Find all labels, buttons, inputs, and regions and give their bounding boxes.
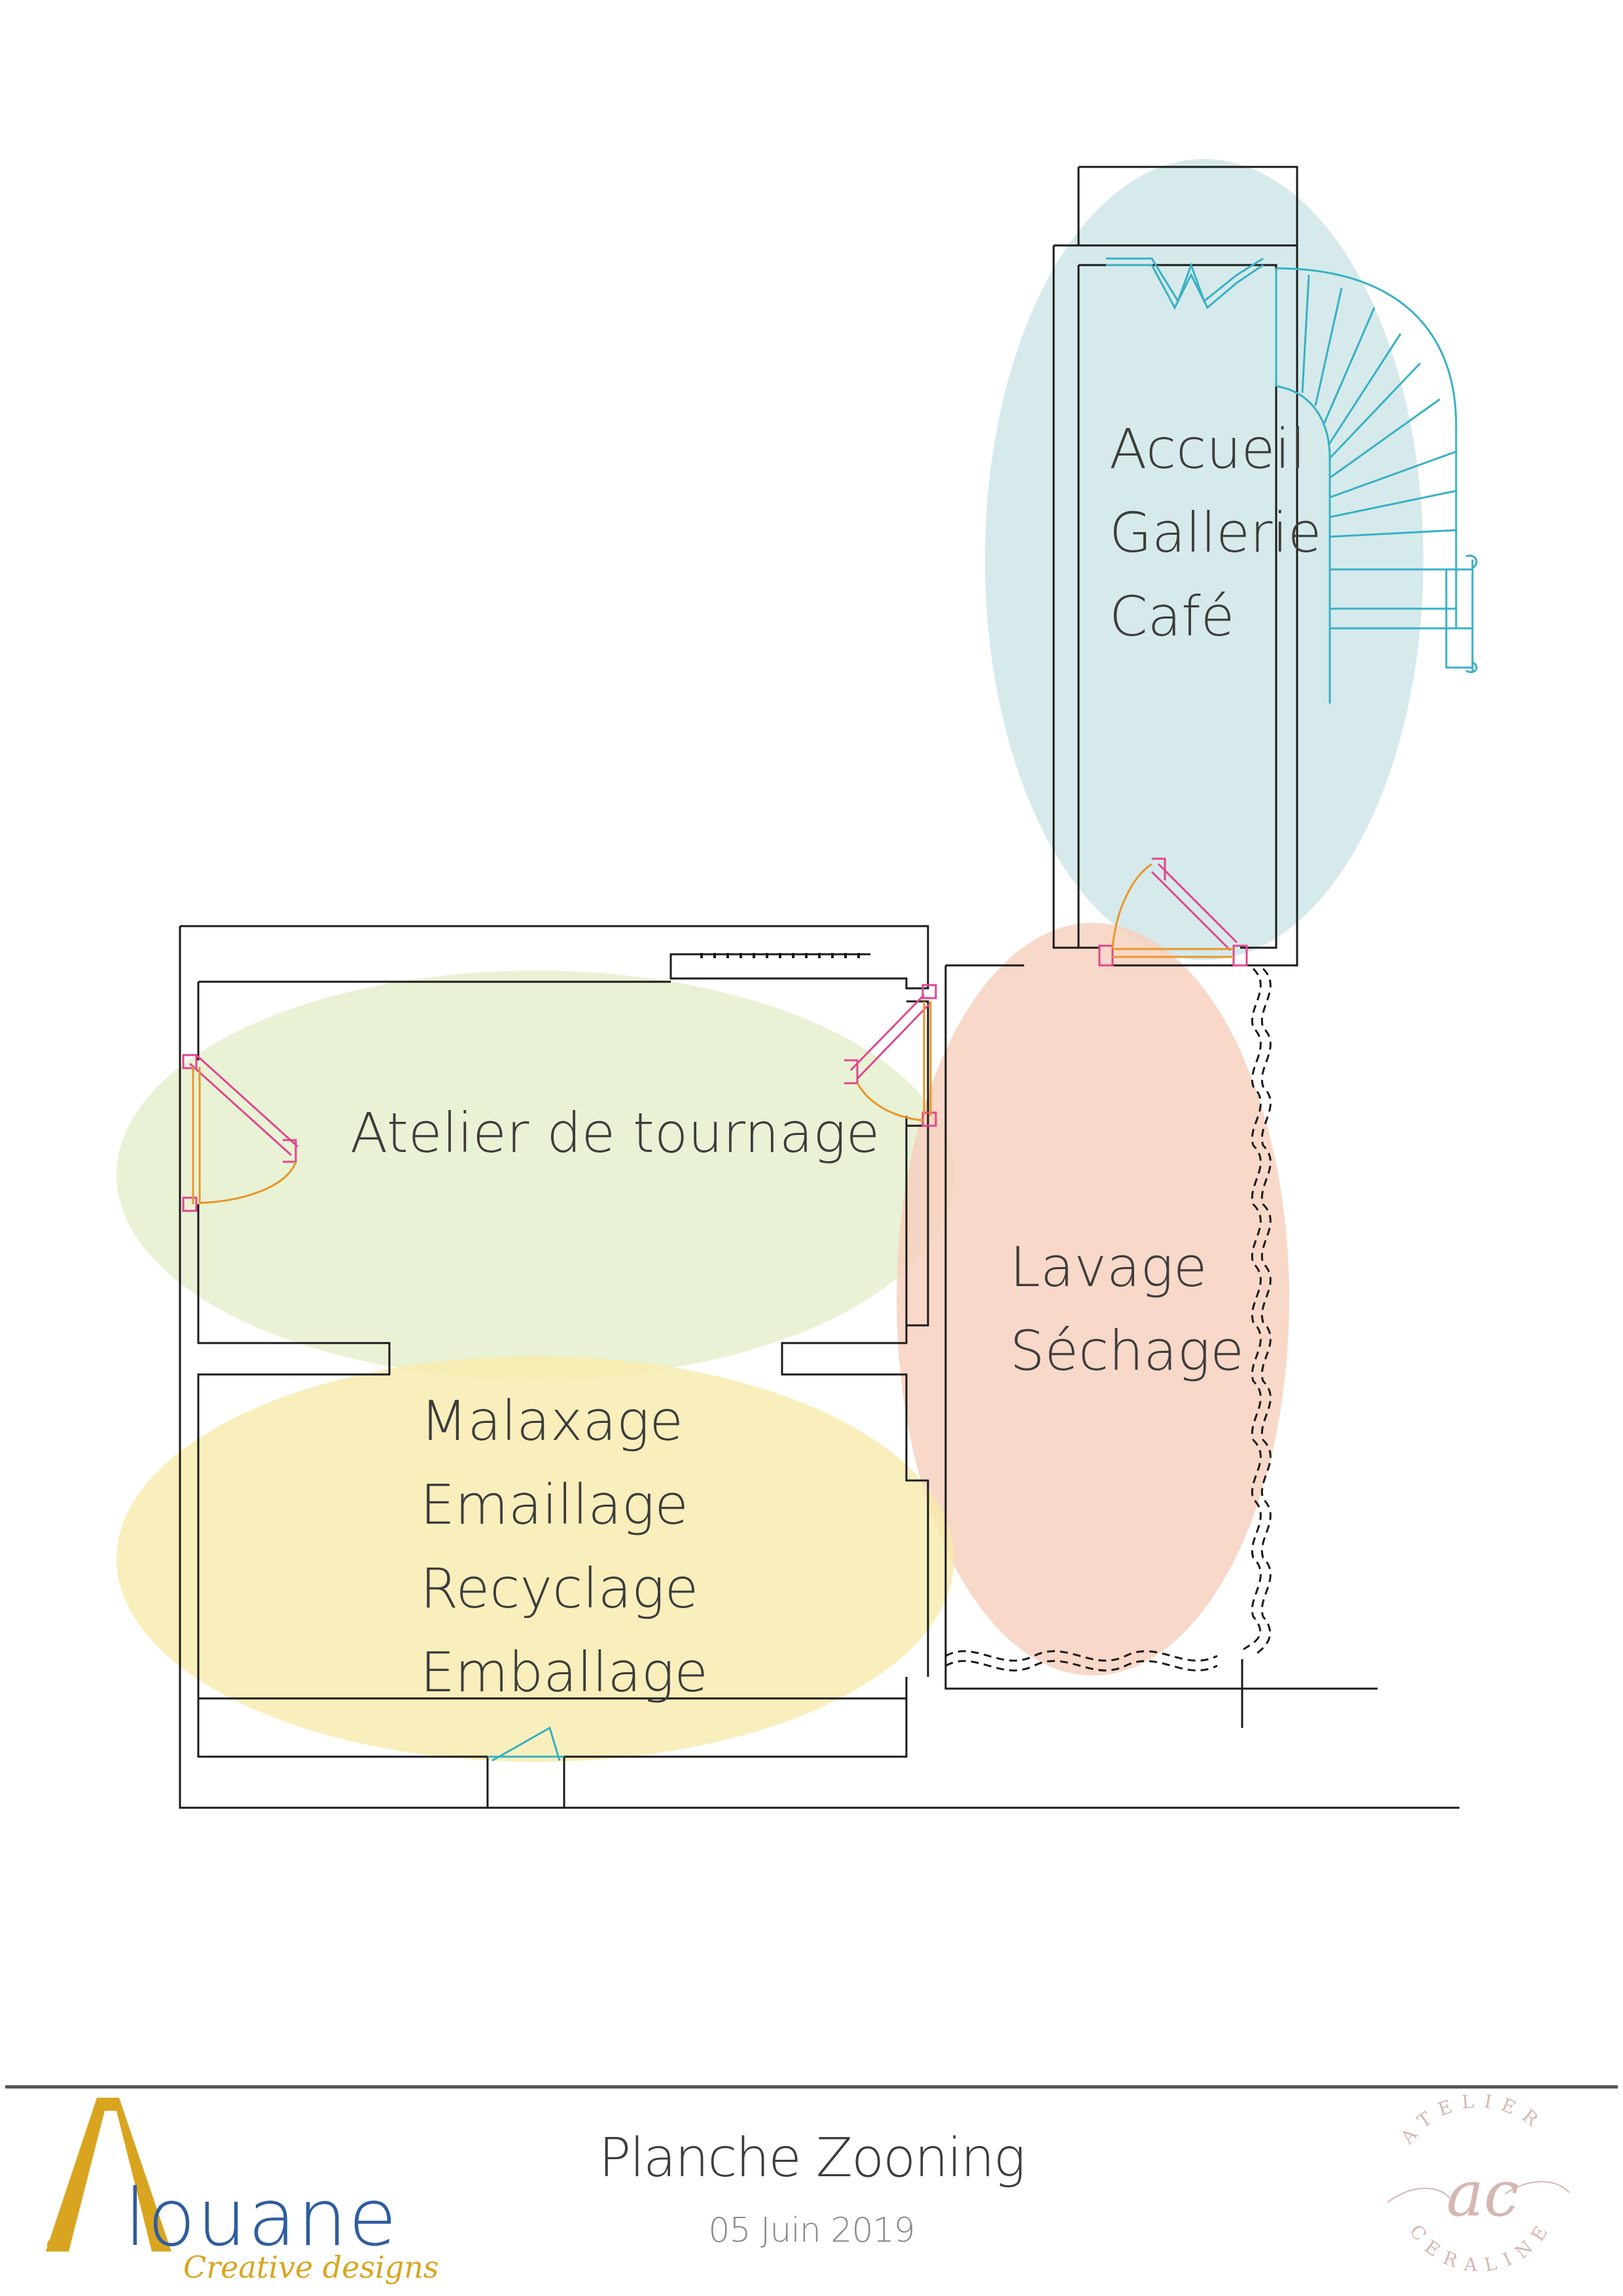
page-date: 05 Juin 2019 [708,2211,915,2250]
walls [179,166,1459,1809]
zone-label-accueil-line-1: Accueil [1109,417,1306,481]
zone-label-malaxage-line-1: Malaxage [420,1389,683,1453]
spiral-stair [1106,257,1478,704]
zone-label-malaxage-line-3: Recyclage [420,1556,698,1621]
svg-text:ac: ac [1446,2157,1519,2231]
zone-label-lavage-line-2: Séchage [1010,1319,1244,1383]
zone-label-lavage: Lavage Séchage [1010,1235,1244,1383]
zone-label-accueil-line-3: Café [1109,584,1234,649]
door-left-wall [182,1054,299,1212]
zone-bubbles [116,159,1423,1762]
zone-label-atelier-line-1: Atelier de tournage [350,1101,880,1165]
zone-accueil-bubble [985,159,1423,960]
svg-text:louane: louane [124,2173,398,2264]
zone-label-malaxage-line-2: Emaillage [420,1473,688,1537]
zone-malaxage-bubble [116,1356,954,1762]
door-accueil-bottom [1098,857,1248,967]
door-bottom-entrance [488,1726,564,1762]
zone-lavage-bubble [897,923,1289,1676]
zone-label-atelier: Atelier de tournage [350,1101,880,1165]
zone-label-accueil: Accueil Gallerie Café [1109,417,1339,649]
svg-text:Creative designs: Creative designs [183,2250,439,2285]
curtain-walls [945,967,1272,1672]
zone-label-malaxage-line-4: Emballage [420,1640,708,1704]
zone-label-malaxage: Malaxage Emaillage Recyclage Emballage [420,1389,716,1704]
zone-labels: Accueil Gallerie Café Atelier de tournag… [350,417,1339,1704]
zone-label-accueil-line-2: Gallerie [1109,501,1321,565]
alouane-logo: louane Creative designs [46,2098,439,2285]
page-title: Planche Zooning [598,2127,1026,2189]
door-atelier-right [844,984,937,1127]
zone-label-lavage-line-1: Lavage [1010,1235,1207,1299]
footer-divider [5,2085,1618,2089]
zone-atelier-bubble [116,971,954,1379]
doors [182,857,1248,1762]
